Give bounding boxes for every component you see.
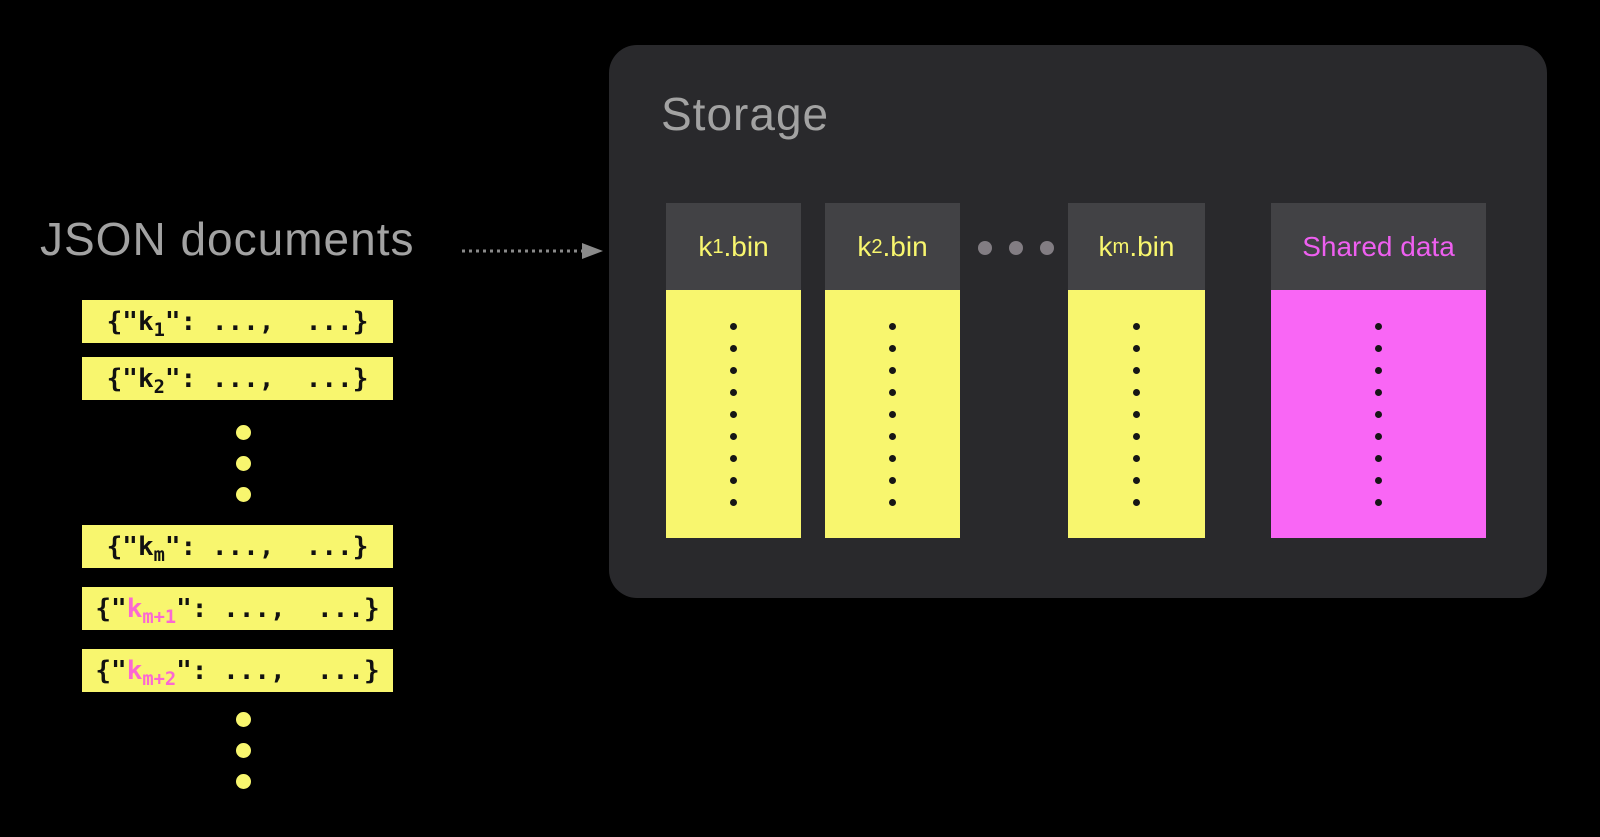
json-document-row: {"km": ..., ...} (82, 525, 393, 568)
dot (1133, 476, 1140, 484)
dot (730, 476, 737, 484)
dot (1375, 410, 1382, 418)
dot (730, 366, 737, 374)
json-document-row: {"k1": ..., ...} (82, 300, 393, 343)
document-key: km (137, 531, 165, 566)
dot (1375, 322, 1382, 330)
document-key: km+2 (126, 655, 177, 690)
dot (1375, 432, 1382, 440)
dot (1133, 432, 1140, 440)
dot (236, 456, 251, 471)
dot (730, 454, 737, 462)
columns-ellipsis-dots (978, 241, 1054, 255)
document-text: {"k1": ..., ...} (106, 306, 369, 341)
dot (1133, 366, 1140, 374)
dot (1133, 454, 1140, 462)
bin-contents (825, 290, 960, 538)
dot (1375, 344, 1382, 352)
document-text: {"km+2": ..., ...} (95, 655, 380, 690)
documents-ellipsis-dots (236, 425, 251, 502)
dot (730, 432, 737, 440)
dot (1133, 344, 1140, 352)
dot (889, 344, 896, 352)
shared-contents (1271, 290, 1486, 538)
json-document-row: {"km+1": ..., ...} (82, 587, 393, 630)
dot (236, 712, 251, 727)
json-documents-label: JSON documents (40, 213, 415, 265)
document-text: {"km": ..., ...} (106, 531, 369, 566)
shared-data-label: Shared data (1271, 203, 1486, 290)
dot (889, 322, 896, 330)
bin-contents (1068, 290, 1205, 538)
dot (730, 388, 737, 396)
dot (1375, 498, 1382, 506)
dot (889, 432, 896, 440)
dot (730, 322, 737, 330)
dot (1133, 410, 1140, 418)
dot (1133, 498, 1140, 506)
dot (889, 498, 896, 506)
json-document-row: {"k2": ..., ...} (82, 357, 393, 400)
dot (236, 487, 251, 502)
dot (1009, 241, 1023, 255)
dot (1375, 366, 1382, 374)
dot (730, 410, 737, 418)
bin-contents (666, 290, 801, 538)
dot (1040, 241, 1054, 255)
dot (1375, 476, 1382, 484)
dot (236, 774, 251, 789)
dot (889, 366, 896, 374)
dot (889, 410, 896, 418)
dot (236, 743, 251, 758)
storage-title: Storage (661, 88, 830, 140)
dot (730, 498, 737, 506)
dot (236, 425, 251, 440)
document-text: {"k2": ..., ...} (106, 363, 369, 398)
flow-arrow-icon (462, 243, 603, 259)
dot (978, 241, 992, 255)
dot (1133, 322, 1140, 330)
dot (1375, 388, 1382, 396)
document-key: k2 (137, 363, 165, 398)
dot (889, 388, 896, 396)
storage-column-shared: Shared data (1271, 203, 1486, 538)
dot (1133, 388, 1140, 396)
document-key: km+1 (126, 593, 177, 628)
dot (730, 344, 737, 352)
json-document-row: {"km+2": ..., ...} (82, 649, 393, 692)
document-key: k1 (137, 306, 165, 341)
dot (1375, 454, 1382, 462)
document-text: {"km+1": ..., ...} (95, 593, 380, 628)
documents-ellipsis-dots (236, 712, 251, 789)
dot (889, 454, 896, 462)
dot (889, 476, 896, 484)
